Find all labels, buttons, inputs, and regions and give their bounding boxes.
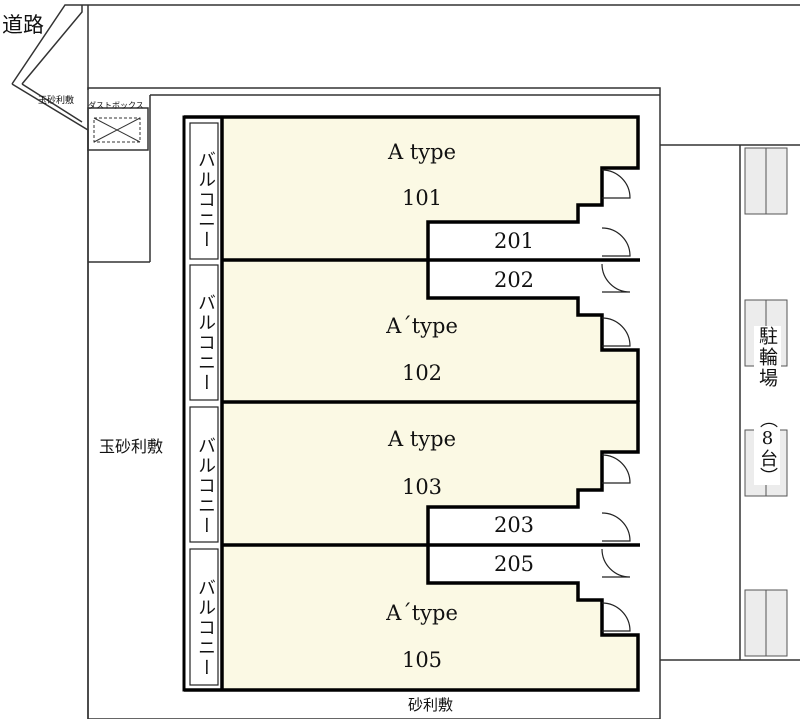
- room-103: [222, 402, 638, 545]
- unit-number-101: 101: [402, 186, 442, 210]
- door-icon: [601, 548, 631, 578]
- bike-parking-label: 駐輪場: [754, 326, 781, 389]
- door-swings: [601, 169, 631, 632]
- room-102: [222, 260, 638, 402]
- upper-unit-201: 201: [494, 229, 534, 253]
- door-icon: [601, 263, 631, 293]
- unit-type-105: A´type: [385, 601, 458, 625]
- dust-box-label: ダストボックス: [88, 100, 144, 110]
- balcony-label: バルコニー: [195, 578, 216, 678]
- unit-number-105: 105: [402, 648, 442, 672]
- balcony-label: バルコニー: [195, 293, 216, 393]
- door-icon: [601, 227, 631, 257]
- room-101: [222, 117, 638, 260]
- gravel-left-label: 玉砂利敷: [99, 437, 163, 456]
- property-boundary: [87, 87, 661, 719]
- building-walls: [184, 115, 640, 692]
- upper-unit-203: 203: [494, 513, 534, 537]
- site-boundary: [11, 4, 800, 719]
- unit-number-102: 102: [402, 361, 442, 385]
- unit-type-102: A´type: [385, 314, 458, 338]
- road-label: 道路: [2, 13, 44, 37]
- gravel-bottom-label: 砂利敷: [408, 696, 453, 714]
- room-105: [222, 545, 638, 690]
- upper-unit-205: 205: [494, 552, 534, 576]
- upper-unit-202: 202: [494, 268, 534, 292]
- balcony-label: バルコニー: [195, 436, 216, 536]
- site-inner-line: [21, 5, 83, 123]
- bike-stalls: [744, 147, 788, 657]
- door-icon: [601, 512, 631, 542]
- dust-box-icon: [93, 117, 141, 143]
- dust-box-area: [87, 107, 149, 151]
- door-icon: [601, 317, 631, 347]
- door-icon: [601, 454, 631, 484]
- door-icon: [601, 169, 631, 199]
- room-fills: [222, 117, 638, 690]
- bike-capacity-label: （8台）: [754, 410, 780, 485]
- unit-type-103: A type: [387, 427, 456, 451]
- gravel-top-label: 玉砂利敷: [38, 94, 74, 106]
- unit-type-101: A type: [387, 140, 456, 164]
- unit-number-103: 103: [402, 475, 442, 499]
- door-icon: [601, 602, 631, 632]
- balcony-label: バルコニー: [195, 150, 216, 250]
